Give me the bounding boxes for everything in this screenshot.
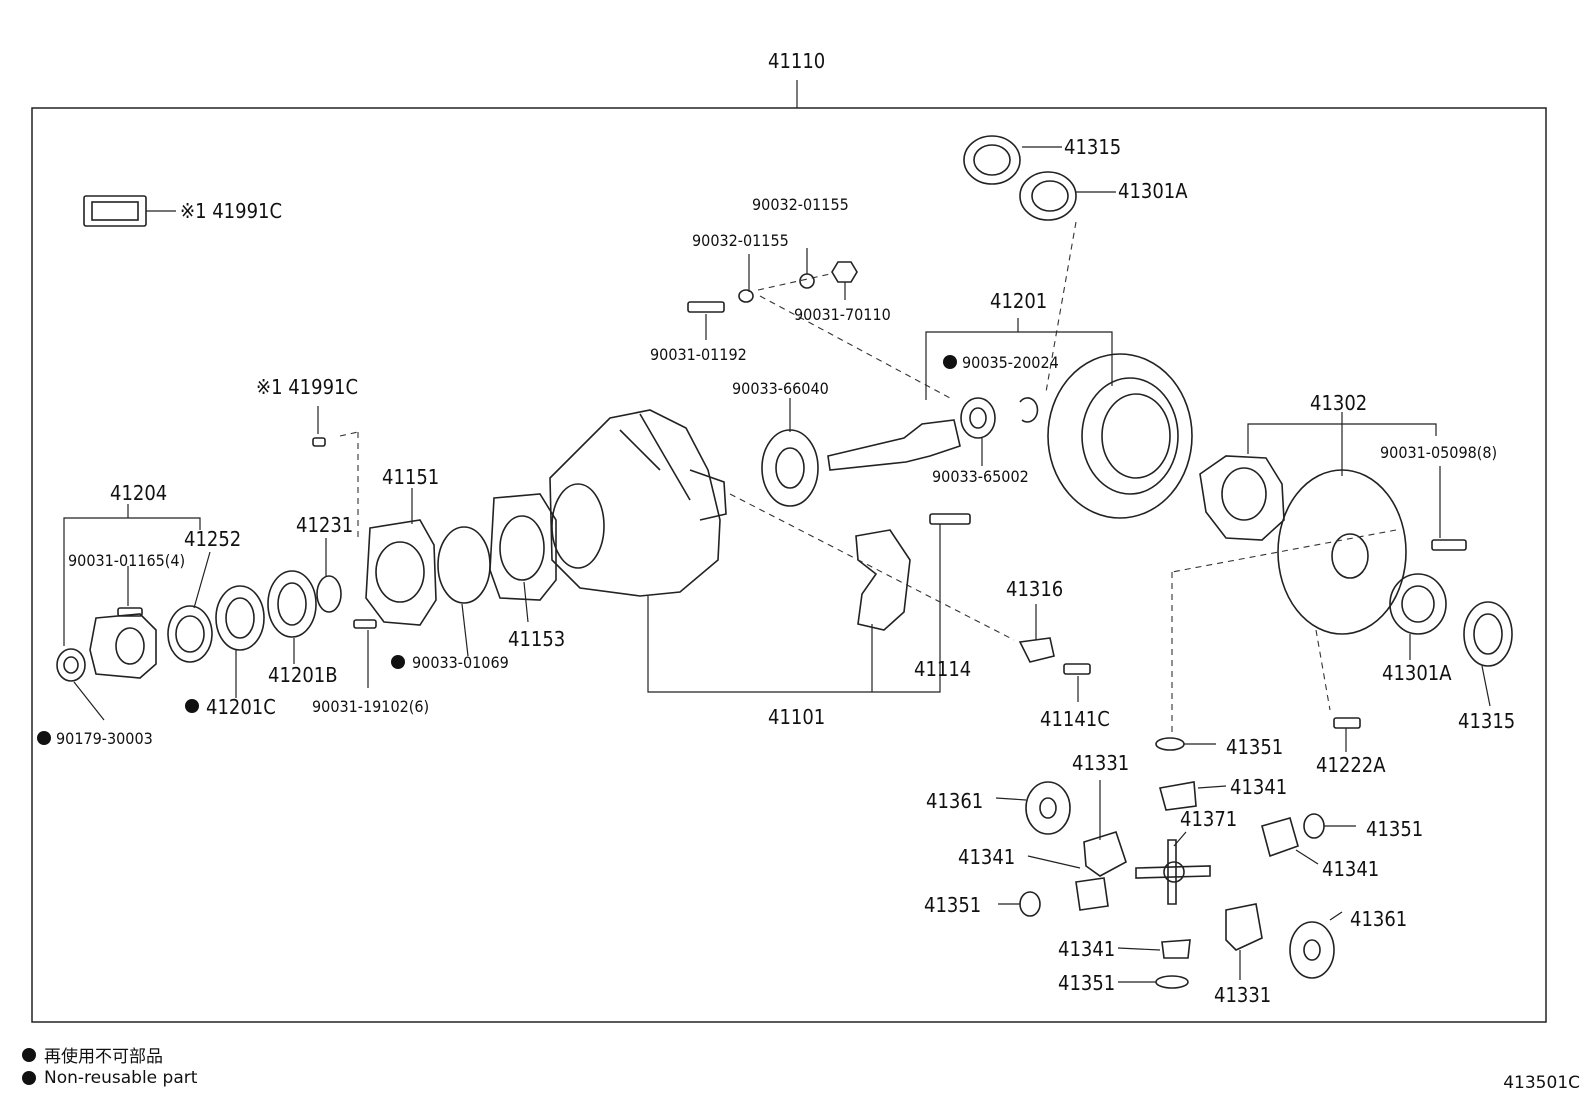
bullet-icon bbox=[22, 1047, 36, 1062]
legend-text-ja: 再使用不可部品 bbox=[44, 1047, 163, 1067]
bullet-icon bbox=[22, 1071, 36, 1085]
callout-41204: 41204 bbox=[110, 481, 167, 505]
part-outlines bbox=[56, 135, 1513, 989]
callout-41341: 41341 bbox=[958, 845, 1015, 869]
callout-90031-05098: 90031-05098(8) bbox=[1380, 443, 1497, 462]
callout-90031-70110: 90031-70110 bbox=[794, 305, 891, 324]
callout-41371: 41371 bbox=[1180, 807, 1237, 831]
callout-labels: 41315 41301A ※1 41991C 90032-01155 90032… bbox=[56, 135, 1515, 1007]
callout-90033-01069: 90033-01069 bbox=[412, 653, 509, 672]
diagram-frame bbox=[31, 107, 1547, 1023]
callout-41316: 41316 bbox=[1006, 577, 1063, 601]
callout-41341: 41341 bbox=[1322, 857, 1379, 881]
callout-41315: 41315 bbox=[1458, 709, 1515, 733]
callout-41991C: ※1 41991C bbox=[180, 199, 282, 223]
callout-90032-01155: 90032-01155 bbox=[692, 231, 789, 250]
callout-90033-65002: 90033-65002 bbox=[932, 467, 1029, 486]
callout-41302: 41302 bbox=[1310, 391, 1367, 415]
callout-41351: 41351 bbox=[924, 893, 981, 917]
callout-41351: 41351 bbox=[1058, 971, 1115, 995]
non-reusable-dot bbox=[943, 355, 957, 369]
legend-non-reusable-en: Non-reusable part bbox=[22, 1068, 197, 1088]
callout-41301A: 41301A bbox=[1118, 179, 1188, 203]
callout-90032-01155: 90032-01155 bbox=[752, 195, 849, 214]
non-reusable-dot bbox=[185, 699, 199, 713]
callout-90031-19102: 90031-19102(6) bbox=[312, 697, 429, 716]
callout-41361: 41361 bbox=[1350, 907, 1407, 931]
callout-41101: 41101 bbox=[768, 705, 825, 729]
callout-41222A: 41222A bbox=[1316, 753, 1386, 777]
non-reusable-markers bbox=[37, 355, 957, 745]
callout-41351: 41351 bbox=[1366, 817, 1423, 841]
callout-41231: 41231 bbox=[296, 513, 353, 537]
callout-41315: 41315 bbox=[1064, 135, 1121, 159]
legend-text-en: Non-reusable part bbox=[44, 1068, 198, 1088]
leader-lines bbox=[63, 146, 1491, 983]
callout-41341: 41341 bbox=[1230, 775, 1287, 799]
callout-90179-30003: 90179-30003 bbox=[56, 729, 153, 748]
callout-41331: 41331 bbox=[1072, 751, 1129, 775]
callout-41141C: 41141C bbox=[1040, 707, 1110, 731]
callout-41361: 41361 bbox=[926, 789, 983, 813]
callout-41201C: 41201C bbox=[206, 695, 276, 719]
figure-number: 413501C bbox=[1503, 1073, 1580, 1093]
callout-41331: 41331 bbox=[1214, 983, 1271, 1007]
callout-90035-20024: 90035-20024 bbox=[962, 353, 1059, 372]
callout-41252: 41252 bbox=[184, 527, 241, 551]
callout-41341: 41341 bbox=[1058, 937, 1115, 961]
callout-41991C: ※1 41991C bbox=[256, 375, 358, 399]
legend-non-reusable-ja: 再使用不可部品 bbox=[22, 1042, 163, 1067]
callout-41114: 41114 bbox=[914, 657, 971, 681]
callout-90031-01192: 90031-01192 bbox=[650, 345, 747, 364]
callout-41201B: 41201B bbox=[268, 663, 338, 687]
non-reusable-dot bbox=[37, 731, 51, 745]
callout-41151: 41151 bbox=[382, 465, 439, 489]
assembly-label-41110: 41110 bbox=[768, 49, 825, 73]
callout-41301A: 41301A bbox=[1382, 661, 1452, 685]
exploded-parts-diagram: 41110 bbox=[31, 49, 1547, 1023]
callout-41153: 41153 bbox=[508, 627, 565, 651]
callout-90033-66040: 90033-66040 bbox=[732, 379, 829, 398]
callout-41201: 41201 bbox=[990, 289, 1047, 313]
callout-90031-01165: 90031-01165(4) bbox=[68, 551, 185, 570]
non-reusable-dot bbox=[391, 655, 405, 669]
callout-41351: 41351 bbox=[1226, 735, 1283, 759]
